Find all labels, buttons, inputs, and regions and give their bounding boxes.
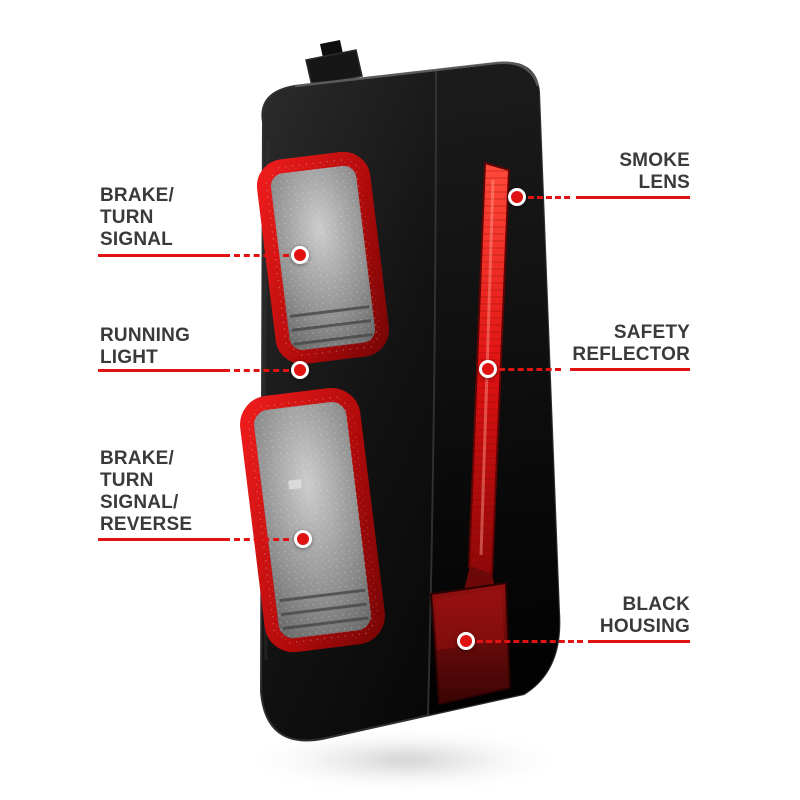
callout-point-marker (457, 632, 475, 650)
callout-underline (570, 368, 690, 371)
callout-label-brake-turn-signal-reverse: BRAKE/ TURN SIGNAL/ REVERSE (100, 448, 193, 535)
callout-leader-line (234, 538, 289, 541)
callout-underline (98, 254, 230, 257)
callout-label-brake-turn-signal: BRAKE/ TURN SIGNAL (100, 185, 175, 250)
callout-leader-line (234, 369, 289, 372)
callout-underline (588, 640, 690, 643)
lower-light-assembly (240, 387, 385, 653)
callout-label-black-housing: BLACK HOUSING (599, 594, 690, 637)
callout-underline (98, 538, 230, 541)
callout-leader-line (477, 640, 583, 643)
reflection-shadow (235, 730, 575, 790)
callout-point-marker (291, 246, 309, 264)
callout-leader-line (499, 368, 561, 371)
lower-lens-slats (279, 588, 369, 630)
callout-leader-line (234, 254, 289, 257)
callout-point-marker (291, 361, 309, 379)
lower-lens-speckle (247, 394, 378, 646)
callout-point-marker (294, 530, 312, 548)
upper-lens-slats (289, 305, 373, 346)
callout-label-smoke-lens: SMOKE LENS (619, 150, 690, 193)
callout-underline (576, 196, 690, 199)
housing-ridge-highlight (427, 69, 437, 716)
callout-leader-line (528, 196, 570, 199)
lower-reflector-block-glow (435, 589, 504, 650)
upper-light-assembly (256, 151, 390, 365)
top-edge-highlight (294, 61, 540, 88)
mounting-stem-base (305, 49, 363, 87)
callout-underline (98, 369, 230, 372)
callout-point-marker (508, 188, 526, 206)
callout-label-safety-reflector: SAFETY REFLECTOR (572, 322, 690, 365)
callout-label-running-light: RUNNING LIGHT (100, 325, 191, 368)
lower-lens-chip (288, 479, 302, 490)
callout-point-marker (479, 360, 497, 378)
